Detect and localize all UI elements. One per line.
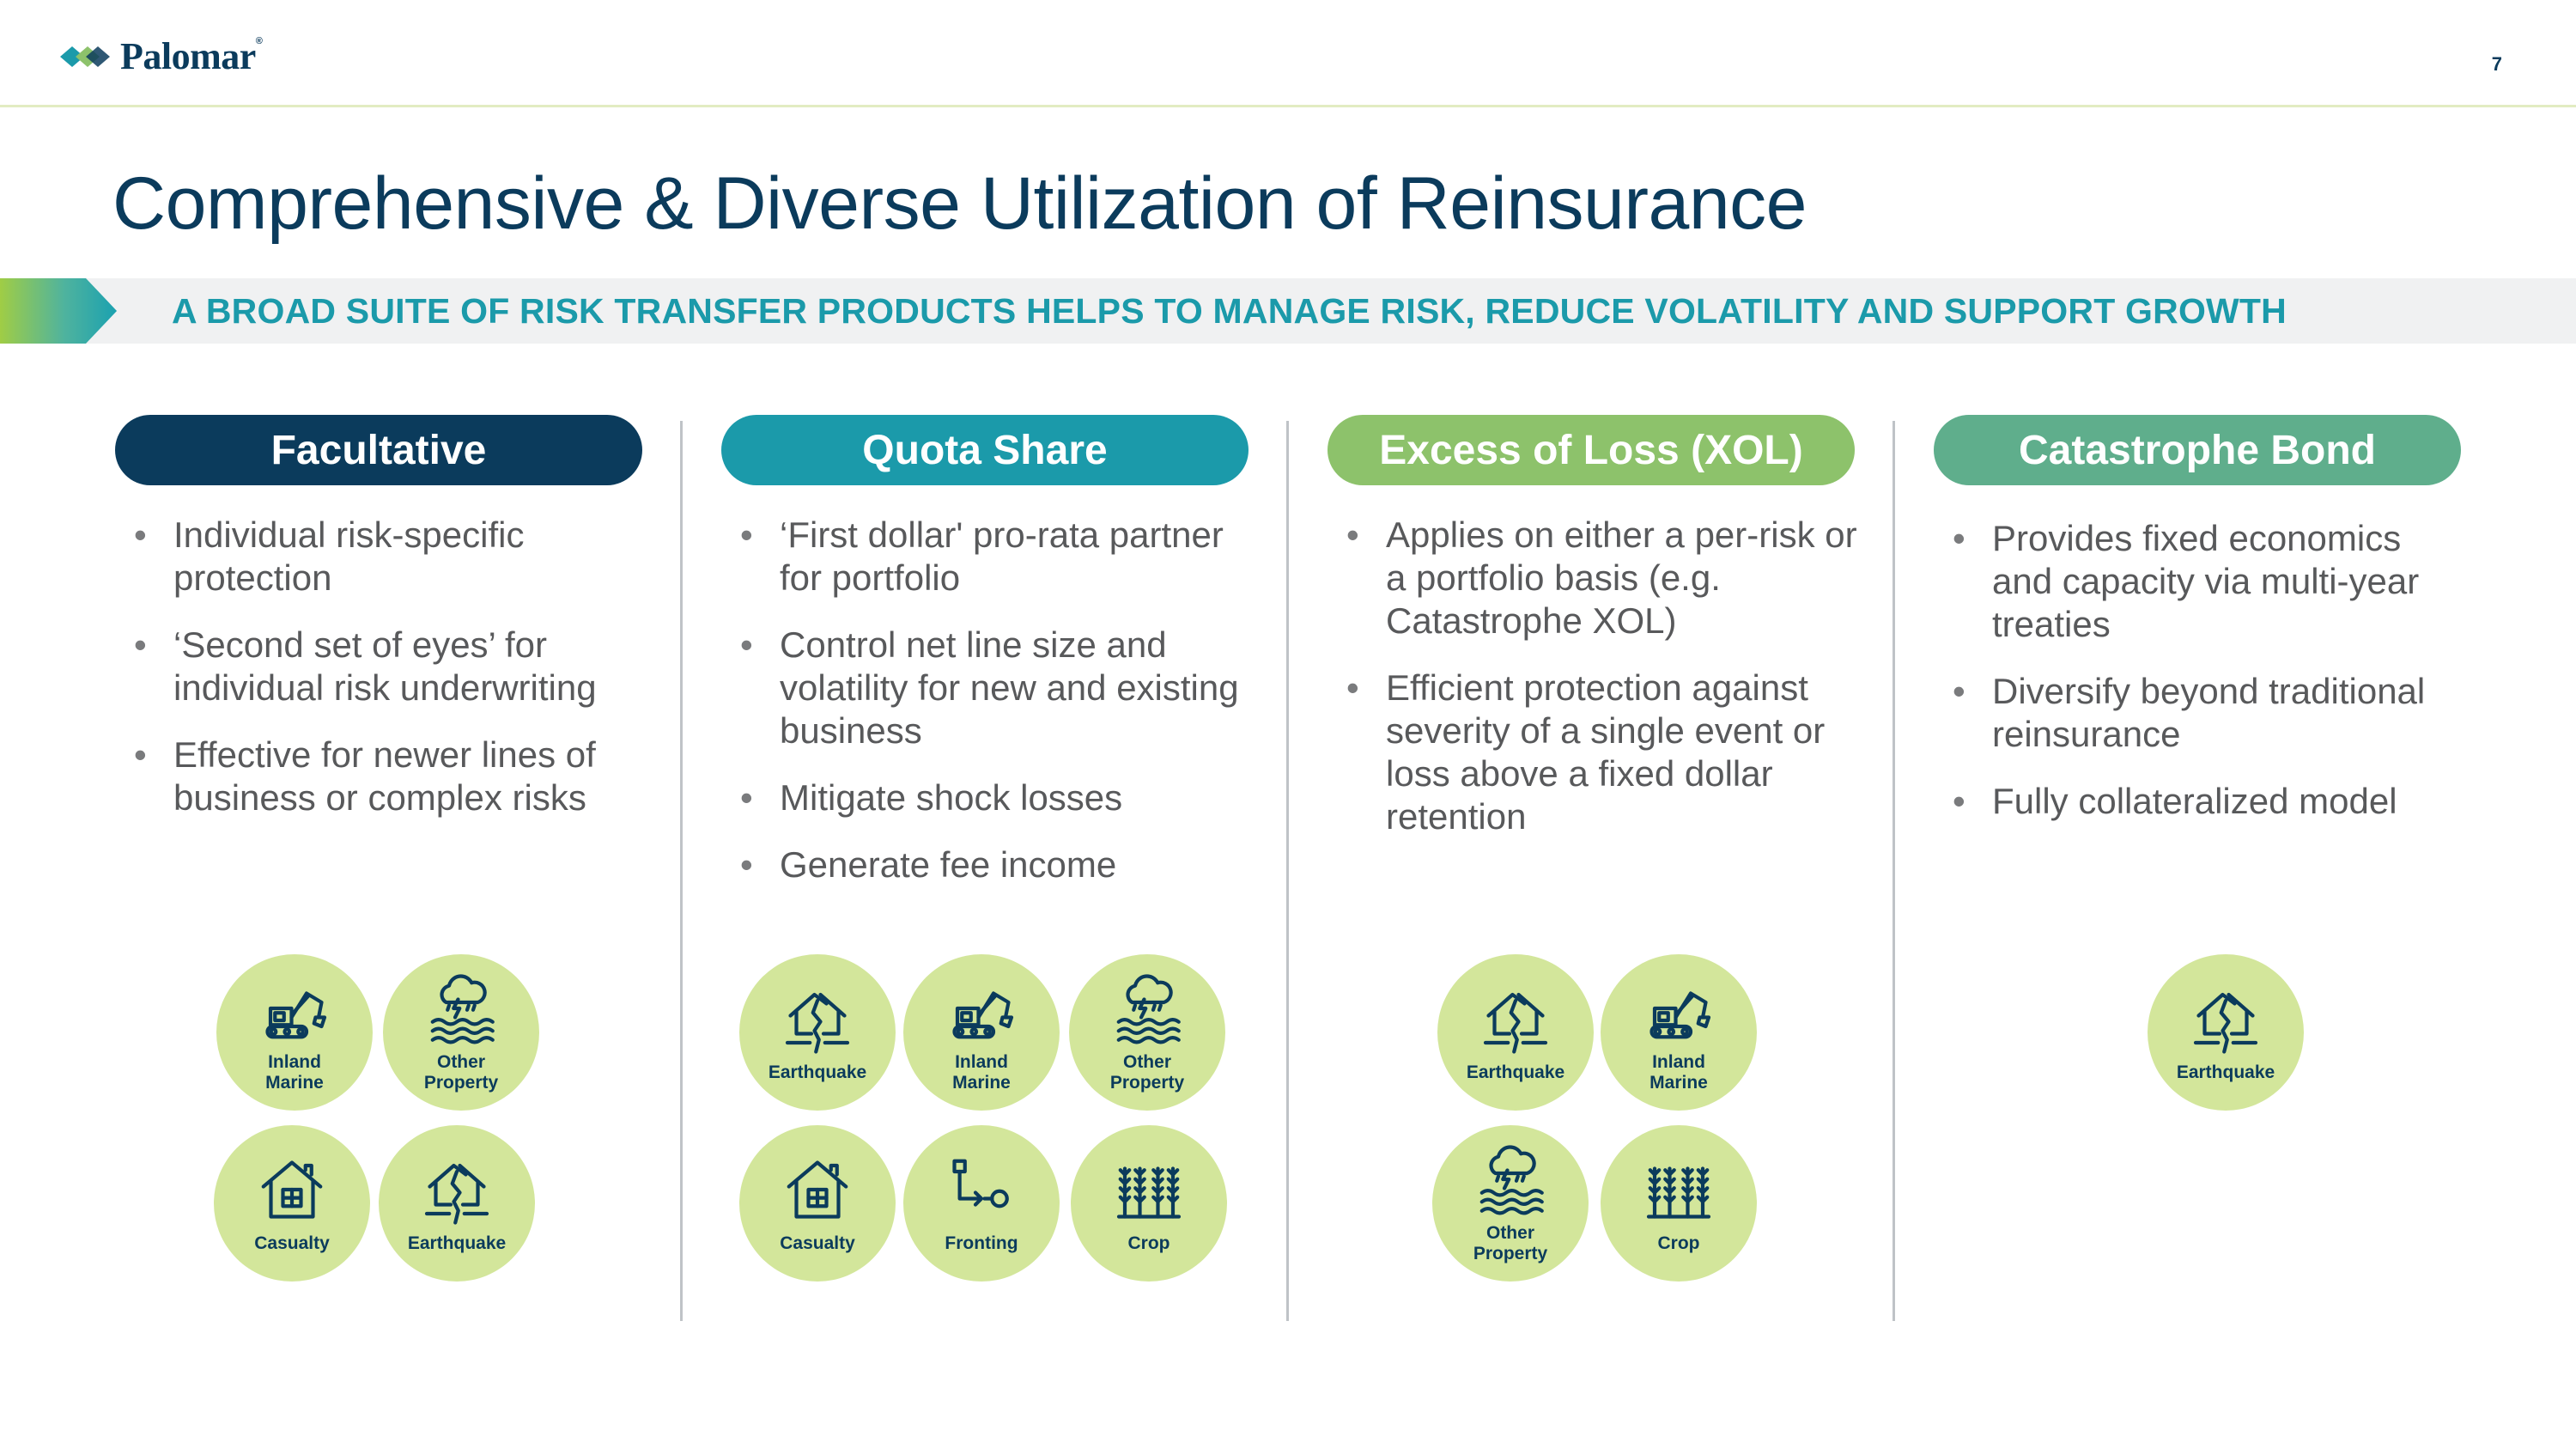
circle-label-line: Earthquake <box>2176 1062 2275 1082</box>
circle-label-line: Casualty <box>254 1233 330 1253</box>
circle-label: Earthquake <box>2177 1062 2275 1083</box>
fronting-path-icon <box>945 1154 1018 1233</box>
column-divider <box>1893 421 1895 1321</box>
bullet-item: Applies on either a per-risk or a portfo… <box>1346 514 1862 642</box>
wheat-crop-icon <box>1643 1154 1715 1233</box>
circle-label: Earthquake <box>769 1062 866 1083</box>
storm-flood-icon <box>1474 1143 1546 1223</box>
earthquake-house-icon <box>781 983 854 1062</box>
storm-flood-icon <box>425 972 497 1052</box>
circle-label: Earthquake <box>1467 1062 1564 1083</box>
circle-label-line: Property <box>1109 1072 1185 1093</box>
bullet-item: Diversify beyond traditional reinsurance <box>1953 670 2468 756</box>
circle-label-line: Crop <box>1127 1233 1170 1253</box>
bullet-item: ‘Second set of eyes’ for individual risk… <box>134 624 649 709</box>
line-circle-casualty: Casualty <box>739 1125 896 1282</box>
facultative-header: Facultative <box>115 415 642 485</box>
column-divider <box>680 421 683 1321</box>
house-icon <box>256 1154 328 1233</box>
excess-of-loss-header: Excess of Loss (XOL) <box>1327 415 1855 485</box>
circle-label-line: Inland <box>1652 1051 1705 1072</box>
house-icon <box>781 1154 854 1233</box>
line-circle-earthquake: Earthquake <box>739 954 896 1111</box>
circle-label-line: Marine <box>952 1072 1011 1093</box>
circle-label-line: Other <box>436 1051 485 1072</box>
circle-label-line: Marine <box>1649 1072 1708 1093</box>
brand-name: Palomar® <box>120 35 263 77</box>
circle-label-line: Crop <box>1657 1233 1700 1253</box>
bullet-item: Effective for newer lines of business or… <box>134 734 649 819</box>
circle-label-line: Other <box>1122 1051 1171 1072</box>
storm-flood-icon <box>1111 972 1183 1052</box>
circle-label-line: Property <box>1473 1243 1548 1263</box>
earthquake-house-icon <box>421 1154 493 1233</box>
line-circle-crop: Crop <box>1601 1125 1757 1282</box>
circle-label-line: Casualty <box>780 1233 855 1253</box>
line-circle-earthquake: Earthquake <box>1437 954 1594 1111</box>
bullet-item: Fully collateralized model <box>1953 780 2468 823</box>
line-circle-fronting: Fronting <box>903 1125 1060 1282</box>
quota-share-header: Quota Share <box>721 415 1249 485</box>
palomar-logo: Palomar® <box>60 34 263 78</box>
circle-label-line: Earthquake <box>768 1062 867 1082</box>
circle-label-line: Marine <box>265 1072 324 1093</box>
header-divider <box>0 105 2576 107</box>
bullet-item: Generate fee income <box>740 843 1255 886</box>
banner-text: A BROAD SUITE OF RISK TRANSFER PRODUCTS … <box>172 291 2287 331</box>
bullet-item: Individual risk-specific protection <box>134 514 649 600</box>
bullet-item: Efficient protection against severity of… <box>1346 667 1862 838</box>
circle-label: Crop <box>1658 1233 1700 1254</box>
line-circle-casualty: Casualty <box>214 1125 370 1282</box>
excavator-icon <box>1643 972 1715 1052</box>
circle-label-line: Earthquake <box>407 1233 507 1253</box>
subtitle-banner <box>0 278 2576 344</box>
line-circle-earthquake: Earthquake <box>2148 954 2304 1111</box>
circle-label-line: Property <box>423 1072 499 1093</box>
circle-label: Crop <box>1128 1233 1170 1254</box>
earthquake-house-icon <box>1479 983 1552 1062</box>
excavator-icon <box>258 972 331 1052</box>
circle-label: Earthquake <box>408 1233 506 1254</box>
page-number: 7 <box>2491 53 2502 75</box>
line-circle-crop: Crop <box>1071 1125 1227 1282</box>
circle-label: Fronting <box>945 1233 1018 1254</box>
facultative-bullets: Individual risk-specific protection ‘Sec… <box>134 514 649 843</box>
bullet-item: Provides fixed economics and capacity vi… <box>1953 517 2468 646</box>
circle-label-line: Other <box>1485 1222 1534 1243</box>
circle-label-line: Inland <box>268 1051 321 1072</box>
catastrophe-bond-bullets: Provides fixed economics and capacity vi… <box>1953 517 2468 847</box>
page-title: Comprehensive & Diverse Utilization of R… <box>112 162 1807 245</box>
excavator-icon <box>945 972 1018 1052</box>
circle-label-line: Inland <box>955 1051 1008 1072</box>
bullet-item: ‘First dollar' pro-rata partner for port… <box>740 514 1255 600</box>
circle-label: Casualty <box>254 1233 330 1254</box>
line-circle-earthquake: Earthquake <box>379 1125 535 1282</box>
bullet-item: Mitigate shock losses <box>740 776 1255 819</box>
palomar-logo-icon <box>60 46 110 67</box>
bullet-item: Control net line size and volatility for… <box>740 624 1255 752</box>
circle-label-line: Fronting <box>945 1233 1018 1253</box>
earthquake-house-icon <box>2190 983 2262 1062</box>
circle-label: Casualty <box>780 1233 855 1254</box>
column-divider <box>1286 421 1289 1321</box>
circle-label-line: Earthquake <box>1466 1062 1565 1082</box>
quota-share-bullets: ‘First dollar' pro-rata partner for port… <box>740 514 1255 910</box>
catastrophe-bond-header: Catastrophe Bond <box>1934 415 2461 485</box>
excess-of-loss-bullets: Applies on either a per-risk or a portfo… <box>1346 514 1862 862</box>
wheat-crop-icon <box>1113 1154 1185 1233</box>
